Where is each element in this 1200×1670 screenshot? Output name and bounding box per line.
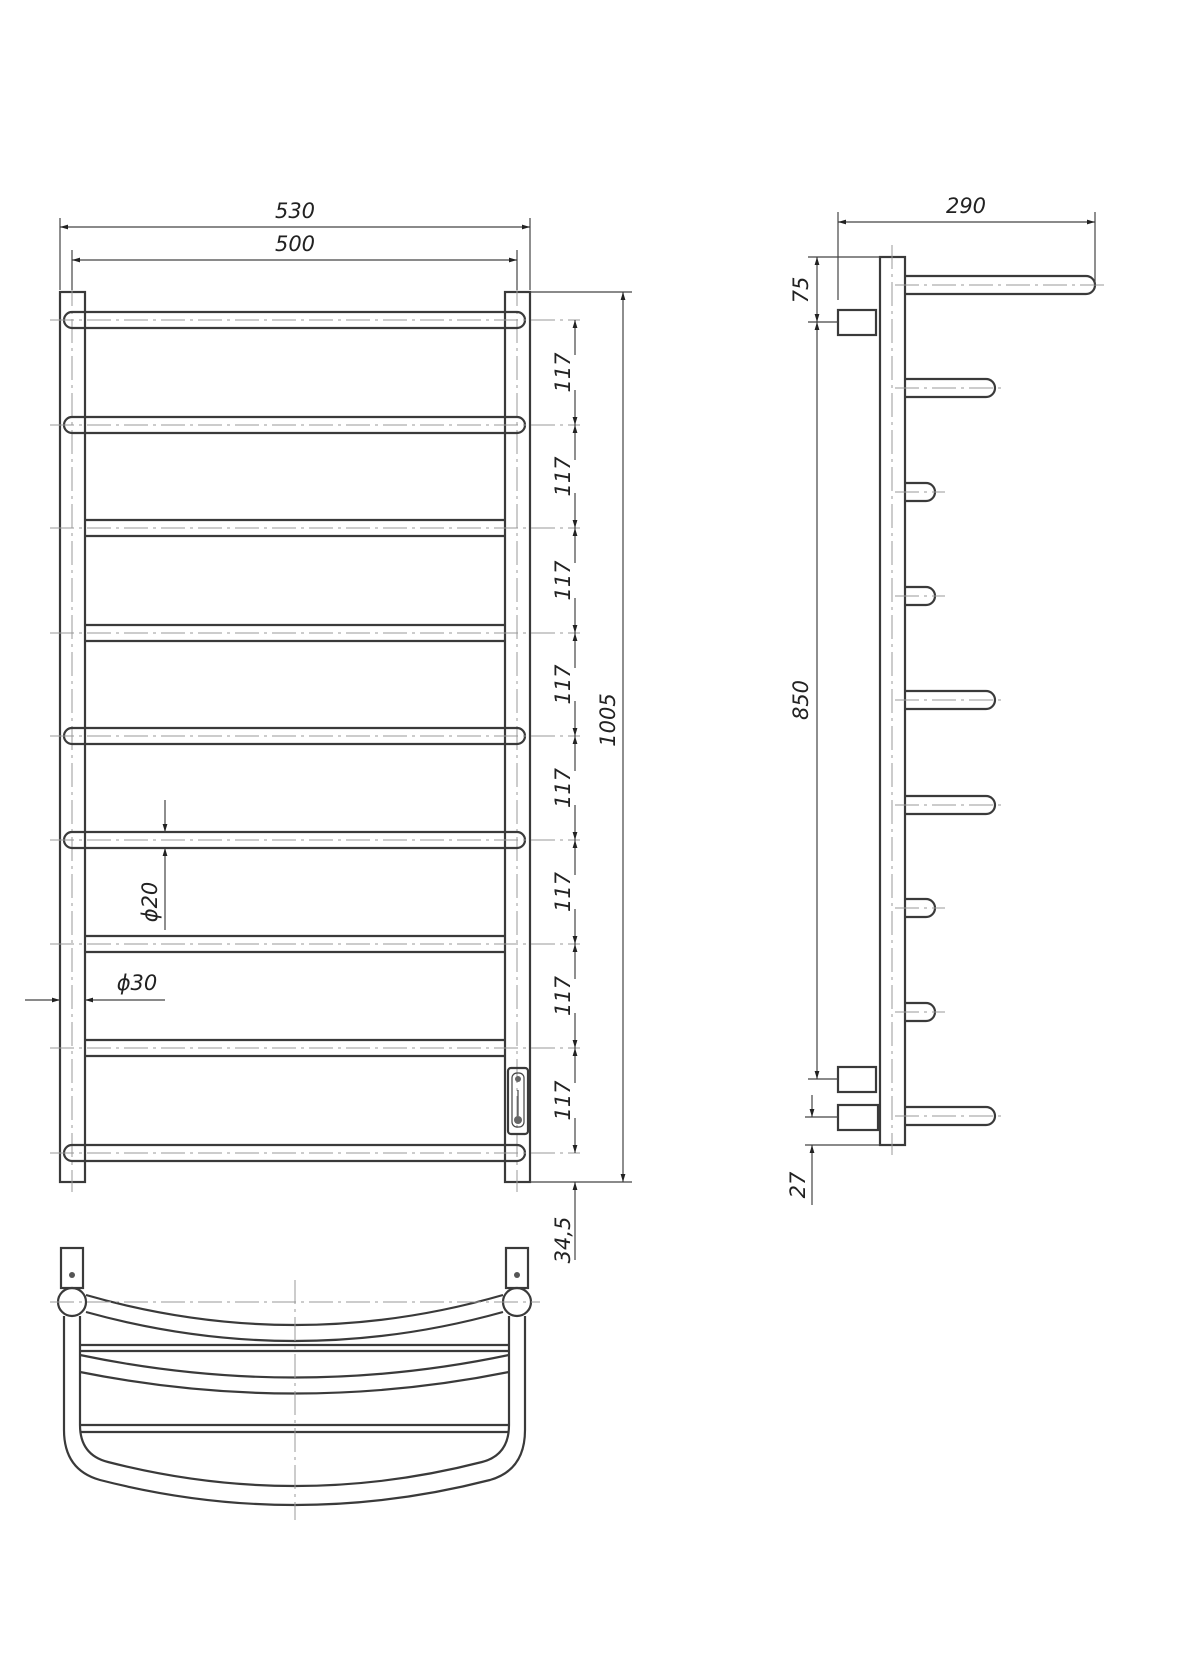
side-rung	[905, 1105, 997, 1127]
front-view: 530 500 117 117 117 117 117 117 117 117 1005 34…	[25, 199, 632, 1263]
rung	[62, 310, 527, 330]
side-view: 290 75 850 27	[786, 194, 1105, 1205]
rung	[62, 830, 527, 850]
top-connector	[836, 308, 878, 337]
bottom-connector	[836, 1065, 878, 1094]
rungs	[50, 310, 580, 1163]
plan-view	[50, 1246, 540, 1520]
thermostat-logo	[506, 1066, 530, 1136]
dim-rung-spacing: 117	[551, 975, 575, 1016]
valve-connector	[836, 1103, 880, 1132]
side-rung	[905, 377, 997, 399]
rung	[85, 518, 505, 538]
dim-post-diameter: ϕ30	[117, 971, 158, 995]
rung	[85, 1038, 505, 1058]
dim-rung-spacing: 117	[551, 664, 575, 705]
dim-rung-spacing: 117	[551, 1080, 575, 1121]
dim-overall-height: 1005	[596, 693, 620, 746]
rung	[85, 934, 505, 954]
rung	[62, 415, 527, 435]
rung	[85, 623, 505, 643]
dim-connector-spacing: 850	[789, 680, 813, 720]
side-rung	[905, 794, 997, 816]
dim-rung-spacing: 117	[551, 352, 575, 393]
dim-center-width: 500	[275, 232, 315, 256]
dim-rung-spacing: 117	[551, 767, 575, 808]
dim-depth: 290	[946, 194, 986, 218]
side-rung	[905, 689, 997, 711]
dim-bottom-offset: 34,5	[551, 1217, 575, 1264]
rung	[62, 726, 527, 746]
dim-top-offset: 75	[789, 277, 813, 304]
dim-bottom-offset-side: 27	[786, 1171, 810, 1198]
dim-rung-spacing: 117	[551, 456, 575, 497]
rung	[62, 1143, 527, 1163]
dim-overall-width: 530	[275, 199, 315, 223]
dim-rung-spacing: 117	[551, 871, 575, 912]
dim-rung-spacing: 117	[551, 560, 575, 601]
dim-rung-diameter: ϕ20	[138, 882, 162, 923]
